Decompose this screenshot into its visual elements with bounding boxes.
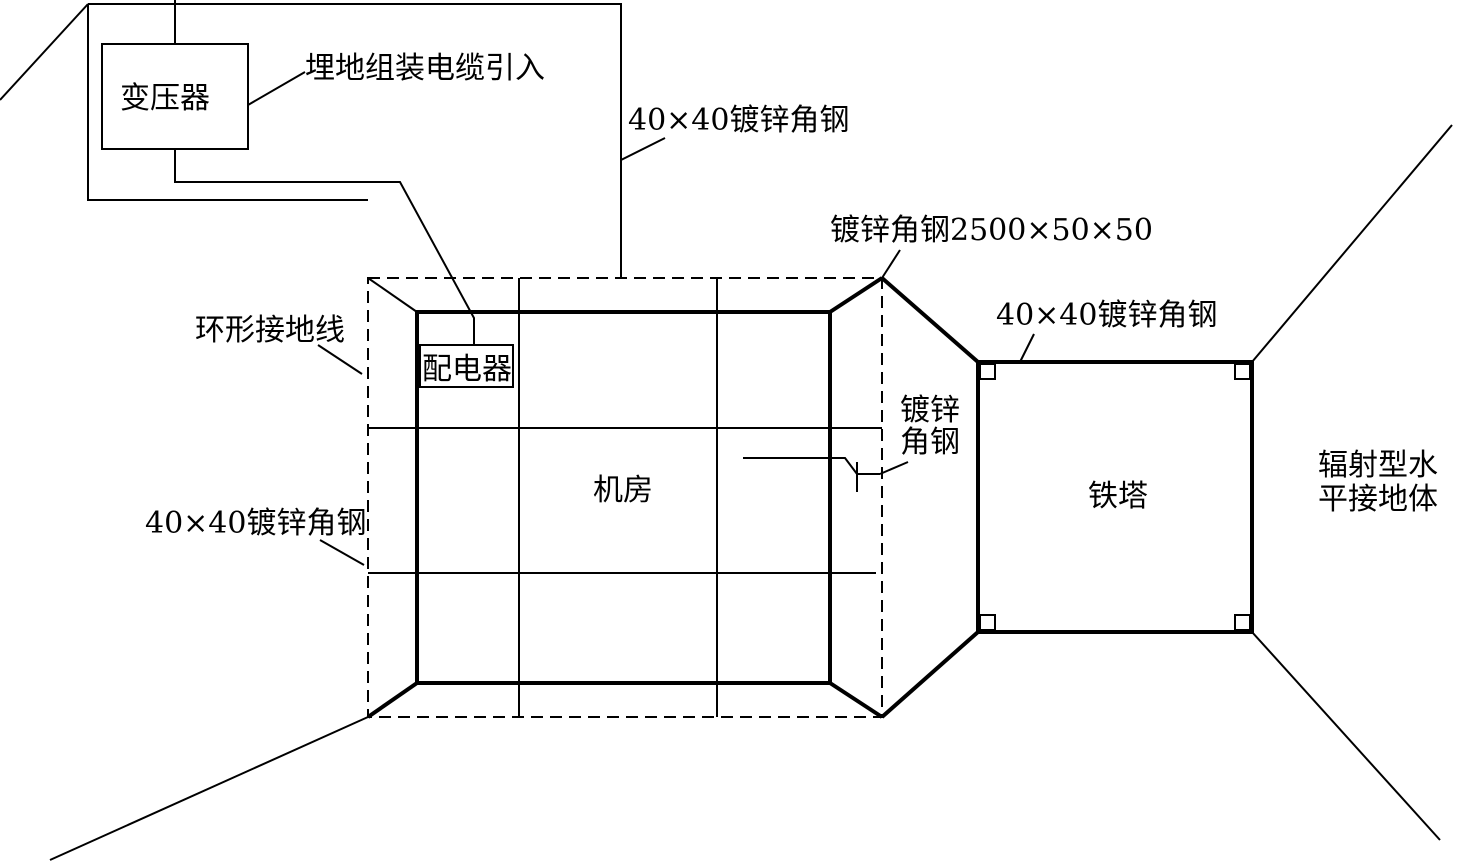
tower-frame bbox=[976, 360, 1254, 634]
label-radial-2: 平接地体 bbox=[1318, 482, 1438, 517]
radial-line-top-left bbox=[0, 3, 89, 101]
radial-line-bottom-left bbox=[49, 716, 369, 861]
label-ring-ground: 环形接地线 bbox=[195, 313, 345, 348]
label-angle-steel-2500: 镀锌角钢2500×50×50 bbox=[830, 213, 1153, 248]
transformer-cable bbox=[174, 149, 475, 345]
tower-foot-tr bbox=[1234, 363, 1251, 380]
label-angle-steel-tower: 40×40镀锌角钢 bbox=[996, 298, 1217, 333]
tower-foot-tl bbox=[979, 363, 996, 380]
label-angle-steel-left: 40×40镀锌角钢 bbox=[145, 506, 366, 541]
label-distributor: 配电器 bbox=[422, 352, 512, 387]
corner-link-tr bbox=[828, 276, 884, 314]
outer-angle-steel-loop bbox=[87, 4, 368, 201]
machine-room-wall bbox=[415, 310, 832, 685]
label-buried-cable: 埋地组装电缆引入 bbox=[305, 51, 545, 86]
label-radial-1: 辐射型水 bbox=[1318, 448, 1438, 483]
label-angle-steel-small-1: 镀锌 bbox=[900, 393, 960, 428]
ring-ground-line bbox=[367, 277, 883, 718]
leader-angle-steel-tower bbox=[1019, 333, 1035, 363]
label-tower: 铁塔 bbox=[1088, 479, 1148, 514]
tower-foot-bl bbox=[979, 614, 996, 631]
corner-link-bl bbox=[366, 681, 419, 719]
leader-angle-steel-left bbox=[319, 539, 365, 566]
label-angle-steel-top: 40×40镀锌角钢 bbox=[628, 103, 849, 138]
radial-line-top-right bbox=[1251, 124, 1453, 363]
leader-angle-steel-2500 bbox=[881, 249, 901, 279]
tower-link-bottom bbox=[880, 630, 980, 719]
radial-line-bottom-right bbox=[1251, 631, 1441, 841]
distributor-box bbox=[419, 344, 514, 388]
label-transformer: 变压器 bbox=[120, 81, 210, 116]
leader-angle-steel-small bbox=[879, 461, 909, 475]
outer-angle-steel-right bbox=[88, 3, 622, 278]
tower-foot-br bbox=[1234, 614, 1251, 631]
leader-buried-cable bbox=[247, 71, 306, 106]
label-angle-steel-small-2: 角钢 bbox=[900, 425, 960, 460]
leader-ring-ground bbox=[317, 344, 363, 375]
leader-angle-steel-top bbox=[620, 137, 666, 161]
label-machine-room: 机房 bbox=[593, 473, 653, 508]
corner-link-br bbox=[828, 681, 884, 719]
corner-link-tl bbox=[367, 277, 418, 313]
angle-steel-marker bbox=[743, 457, 880, 475]
tower-link-top bbox=[880, 276, 980, 364]
